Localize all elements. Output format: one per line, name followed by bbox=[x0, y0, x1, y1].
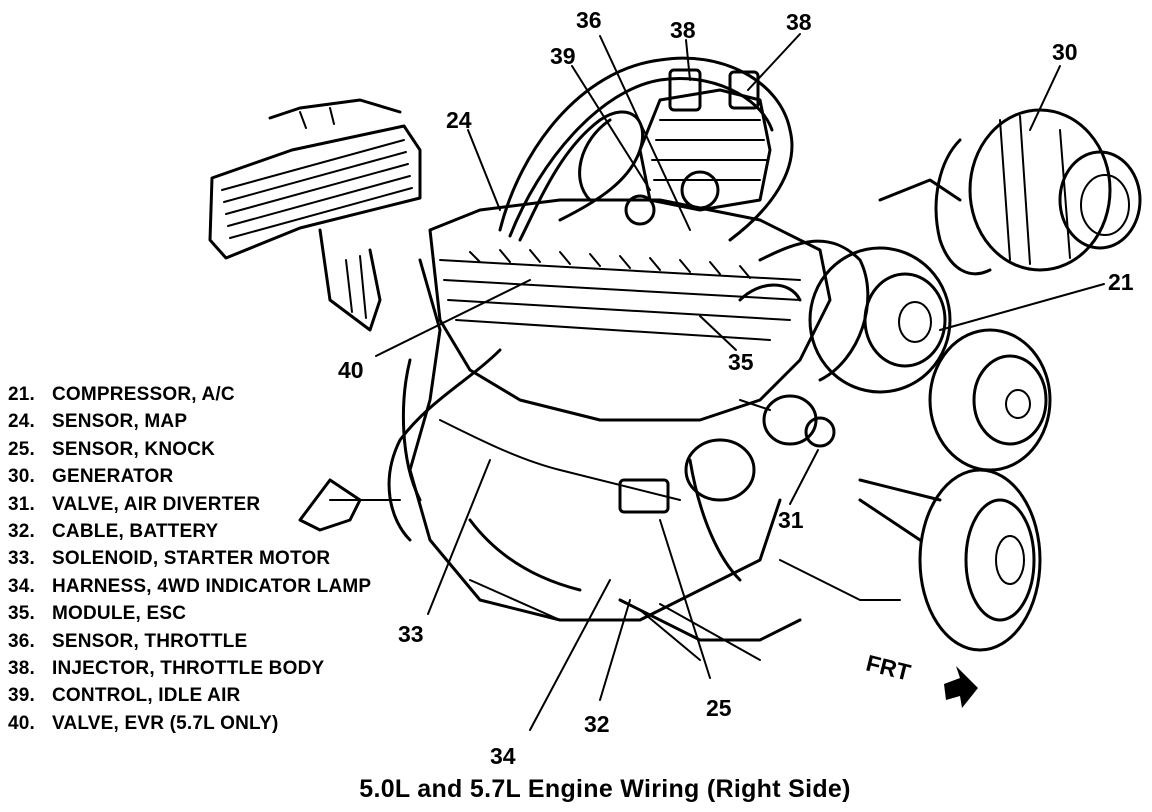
legend-item: 30.GENERATOR bbox=[8, 466, 174, 488]
legend-item: 38.INJECTOR, THROTTLE BODY bbox=[8, 658, 325, 680]
callout-31: 31 bbox=[778, 507, 804, 533]
generator bbox=[878, 108, 1142, 276]
diagram-caption: 5.0L and 5.7L Engine Wiring (Right Side) bbox=[359, 775, 851, 803]
callout-40: 40 bbox=[338, 357, 364, 383]
legend-item: 36.SENSOR, THROTTLE bbox=[8, 630, 248, 652]
callout-21: 21 bbox=[1108, 269, 1134, 295]
front-arrow-icon bbox=[944, 666, 978, 708]
engine-block bbox=[408, 198, 901, 661]
callout-24: 24 bbox=[446, 107, 472, 133]
legend-item: 21.COMPRESSOR, A/C bbox=[8, 384, 235, 405]
callout-labels: 36 38 38 39 30 24 21 40 35 31 33 32 25 3… bbox=[338, 7, 1134, 769]
legend-item: 34.HARNESS, 4WD INDICATOR LAMP bbox=[8, 575, 372, 597]
legend-item: 25.SENSOR, KNOCK bbox=[8, 438, 216, 460]
legend-item: 40.VALVE, EVR (5.7L ONLY) bbox=[8, 712, 279, 734]
callout-leaders bbox=[375, 33, 1105, 731]
callout-36: 36 bbox=[576, 7, 602, 33]
callout-25: 25 bbox=[706, 695, 732, 721]
callout-38-top: 38 bbox=[670, 17, 696, 43]
crank-pulley bbox=[858, 468, 1042, 652]
callout-35: 35 bbox=[728, 349, 754, 375]
legend-item: 32.CABLE, BATTERY bbox=[8, 521, 219, 543]
legend-item: 35.MODULE, ESC bbox=[8, 603, 187, 625]
callout-38-right: 38 bbox=[786, 9, 812, 35]
parts-legend: 21.COMPRESSOR, A/C 24.SENSOR, MAP 25.SEN… bbox=[8, 381, 371, 737]
front-direction-label: FRT bbox=[864, 650, 914, 686]
callout-32: 32 bbox=[584, 711, 610, 737]
callout-39: 39 bbox=[550, 43, 576, 69]
throttle-body bbox=[624, 68, 772, 226]
legend-item: 31.VALVE, AIR DIVERTER bbox=[8, 493, 261, 515]
callout-34: 34 bbox=[490, 743, 516, 769]
radiator-shroud bbox=[208, 98, 422, 332]
legend-item: 39.CONTROL, IDLE AIR bbox=[8, 685, 241, 707]
legend-item: 24.SENSOR, MAP bbox=[8, 411, 188, 433]
esc-module bbox=[618, 438, 756, 582]
legend-item: 33.SOLENOID, STARTER MOTOR bbox=[8, 548, 331, 570]
callout-33: 33 bbox=[398, 621, 424, 647]
callout-30: 30 bbox=[1052, 39, 1078, 65]
air-diverter-valve bbox=[739, 394, 836, 448]
wiring-harness bbox=[298, 56, 870, 592]
